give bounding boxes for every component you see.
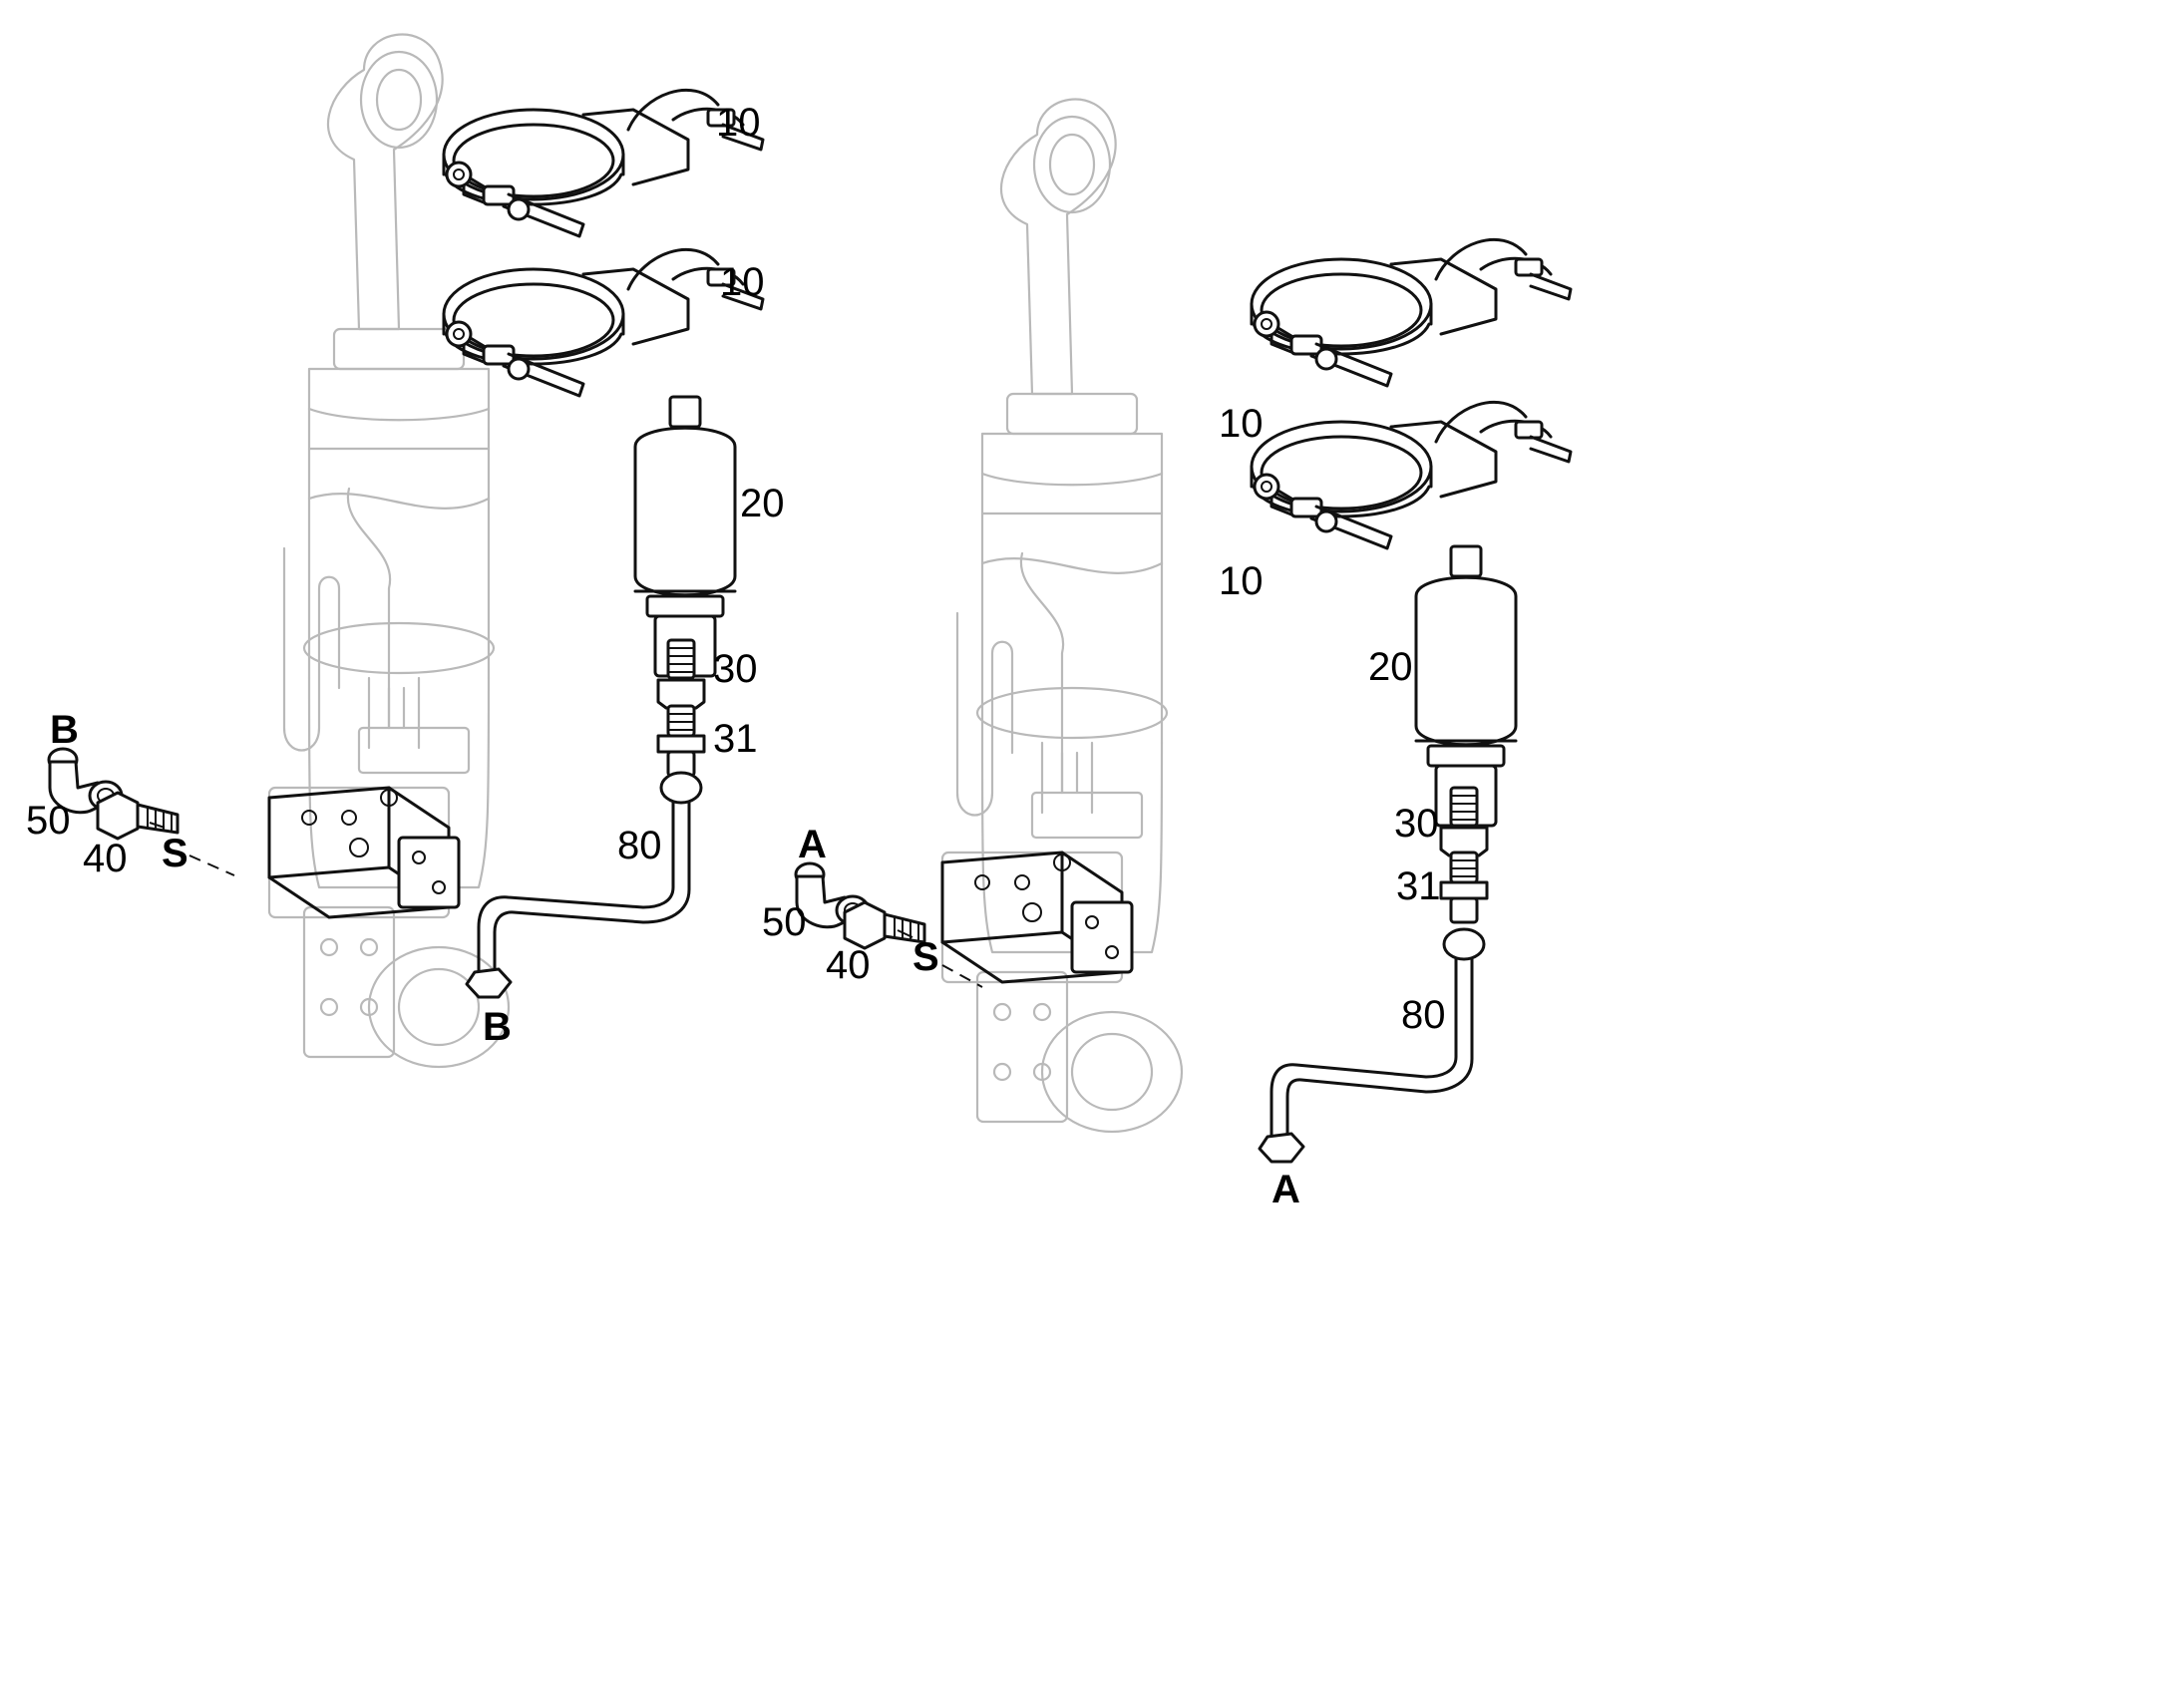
left-clamp-upper: [442, 88, 765, 238]
right-clamp-upper: [1250, 237, 1573, 388]
right-callout-elbow: 50: [762, 900, 807, 944]
left-accumulator: [633, 395, 737, 678]
right-port-leader: [897, 929, 983, 988]
left-callout-adapter-30: 30: [713, 647, 758, 691]
left-pipe-end-letter: B: [483, 1005, 512, 1049]
left-elbow-letter: B: [50, 708, 79, 752]
right-adapter-31: [1439, 851, 1489, 924]
left-pipe-80: [465, 771, 703, 999]
left-port-leader: [149, 822, 235, 876]
left-callout-elbow: 50: [26, 799, 71, 843]
right-cylinder: [940, 98, 1184, 1134]
left-callout-pipe: 80: [617, 824, 662, 867]
right-accumulator: [1414, 544, 1518, 828]
right-callout-clamp-lower: 10: [1219, 559, 1264, 603]
left-callout-clamp-lower: 10: [720, 260, 765, 304]
left-callout-fitting: 40: [83, 837, 128, 880]
right-clamp-lower: [1250, 400, 1573, 550]
left-callout-accumulator: 20: [740, 482, 785, 525]
right-pipe-end-letter: A: [1272, 1168, 1300, 1211]
left-callout-clamp-upper: 10: [716, 101, 761, 145]
left-adapter-31: [656, 704, 706, 778]
right-port-letter: S: [912, 935, 939, 979]
right-callout-clamp-upper: 10: [1219, 402, 1264, 446]
left-port-letter: S: [162, 832, 188, 875]
left-clamp-lower: [442, 247, 765, 398]
right-callout-adapter-30: 30: [1394, 802, 1439, 846]
right-callout-fitting: 40: [826, 943, 871, 987]
left-callout-adapter-31: 31: [713, 717, 758, 761]
right-callout-adapter-31: 31: [1396, 864, 1441, 908]
left-cylinder: [267, 33, 511, 1069]
right-pipe-80: [1258, 927, 1486, 1164]
right-callout-pipe: 80: [1401, 993, 1446, 1037]
right-elbow-letter: A: [798, 823, 827, 866]
right-callout-accumulator: 20: [1368, 645, 1413, 689]
